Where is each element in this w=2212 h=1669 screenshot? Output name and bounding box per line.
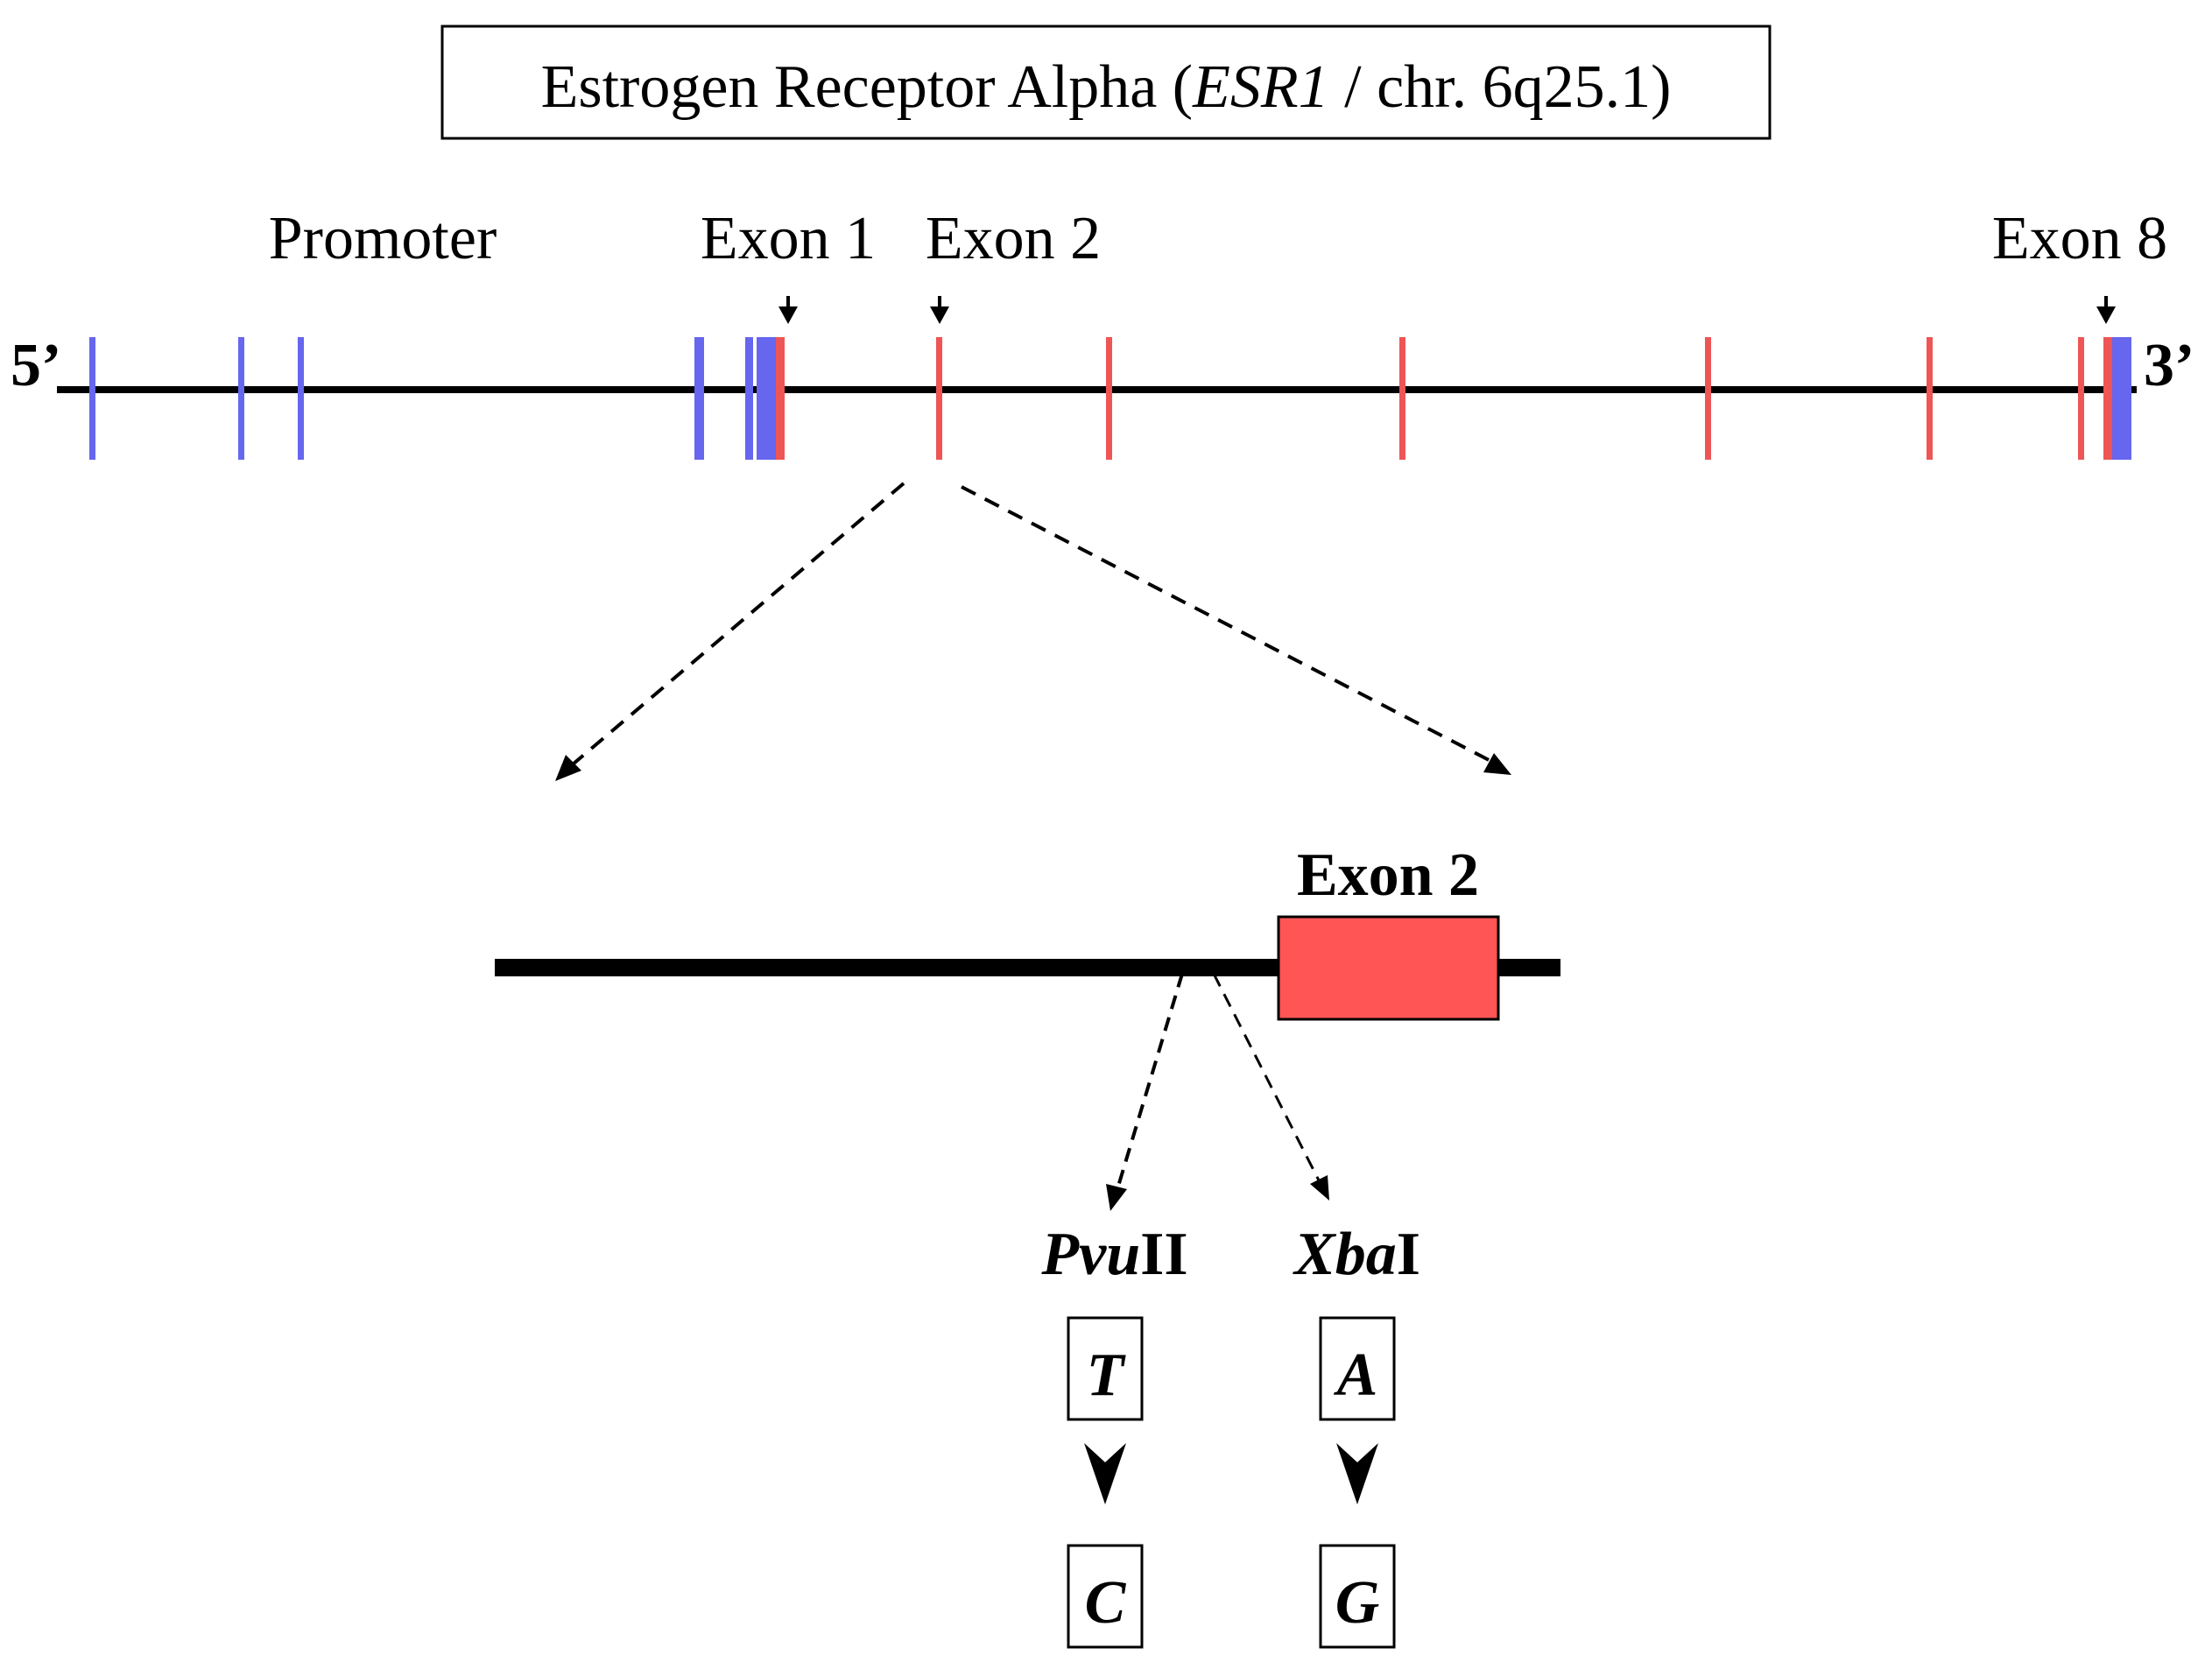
snp-arrows [1106, 973, 1329, 1211]
exon1-label: Exon 1 [701, 205, 876, 272]
zoom-arrow-left-line [566, 482, 905, 771]
three-prime-end-label: 3’ [2144, 332, 2194, 399]
exon-mark [1106, 337, 1112, 460]
zoom-arrow-left-icon [555, 755, 581, 781]
pvuii-allele-to-box [1067, 1544, 1144, 1649]
pvuii-enzyme-suffix: II [1140, 1221, 1187, 1288]
exon-mark [1705, 337, 1711, 460]
snp-pvuii: PvuII T C [1040, 1221, 1188, 1649]
exon8-utr-mark [2112, 337, 2131, 460]
pvuii-arrow-line [1116, 973, 1184, 1190]
snp-xbai: XbaI A G [1293, 1221, 1420, 1649]
pvuii-allele-from: T [1087, 1342, 1127, 1409]
pvuii-change-chevron-icon [1084, 1443, 1126, 1504]
promoter-label: Promoter [269, 205, 497, 272]
title-prefix: Estrogen Receptor Alpha ( [541, 53, 1194, 121]
exon-mark [2078, 337, 2084, 460]
zoom-arrows [555, 482, 1511, 781]
exon8-label: Exon 8 [1992, 205, 2167, 272]
title-box: Estrogen Receptor Alpha (ESR1 / chr. 6q2… [440, 25, 1772, 140]
xbai-enzyme-suffix: I [1397, 1221, 1420, 1288]
detail-exon-label: Exon 2 [1297, 842, 1479, 909]
xbai-enzyme-italic: Xba [1293, 1221, 1397, 1288]
five-prime-end-label: 5’ [11, 332, 61, 399]
xbai-allele-to-box [1319, 1544, 1396, 1649]
exon8-mark [2103, 337, 2112, 460]
xbai-allele-from: A [1334, 1342, 1378, 1409]
diagram-title: Estrogen Receptor Alpha (ESR1 / chr. 6q2… [541, 53, 1672, 121]
exon2-pointer-icon [930, 306, 949, 324]
pvuii-allele-from-box [1067, 1316, 1144, 1421]
title-gene-symbol: ESR1 [1192, 53, 1329, 121]
zoom-arrow-right-line [961, 485, 1497, 765]
xbai-allele-to: G [1335, 1569, 1380, 1637]
exon-mark [1927, 337, 1933, 460]
promoter-mark [694, 337, 704, 460]
detail-exon-box [1277, 915, 1500, 1021]
exon2-detail: Exon 2 [495, 842, 1560, 1021]
exon2-label: Exon 2 [926, 205, 1101, 272]
exon-pointer-arrows [778, 296, 2116, 324]
pvuii-arrow-icon [1106, 1184, 1127, 1211]
promoter-mark [757, 337, 776, 460]
title-suffix: / chr. 6q25.1) [1329, 53, 1672, 121]
exon-mark [1399, 337, 1405, 460]
pvuii-enzyme-label: PvuII [1040, 1221, 1187, 1288]
pvuii-enzyme-italic: Pvu [1040, 1221, 1140, 1288]
xbai-change-chevron-icon [1336, 1443, 1378, 1504]
exon1-mark [776, 337, 785, 460]
xbai-enzyme-label: XbaI [1293, 1221, 1420, 1288]
zoom-arrow-right-icon [1483, 753, 1511, 775]
promoter-marks [89, 337, 2131, 460]
pvuii-allele-to: C [1085, 1569, 1127, 1637]
xbai-allele-from-box [1319, 1316, 1396, 1421]
promoter-mark [238, 337, 244, 460]
exon1-pointer-icon [778, 306, 798, 324]
exon-marks [776, 337, 2112, 460]
title-frame [440, 25, 1772, 140]
promoter-mark [745, 337, 753, 460]
xbai-arrow-line [1212, 973, 1321, 1181]
promoter-mark [298, 337, 304, 460]
xbai-arrow-icon [1310, 1175, 1329, 1201]
promoter-mark [89, 337, 95, 460]
exon2-mark [936, 337, 942, 460]
exon8-pointer-icon [2096, 306, 2116, 324]
